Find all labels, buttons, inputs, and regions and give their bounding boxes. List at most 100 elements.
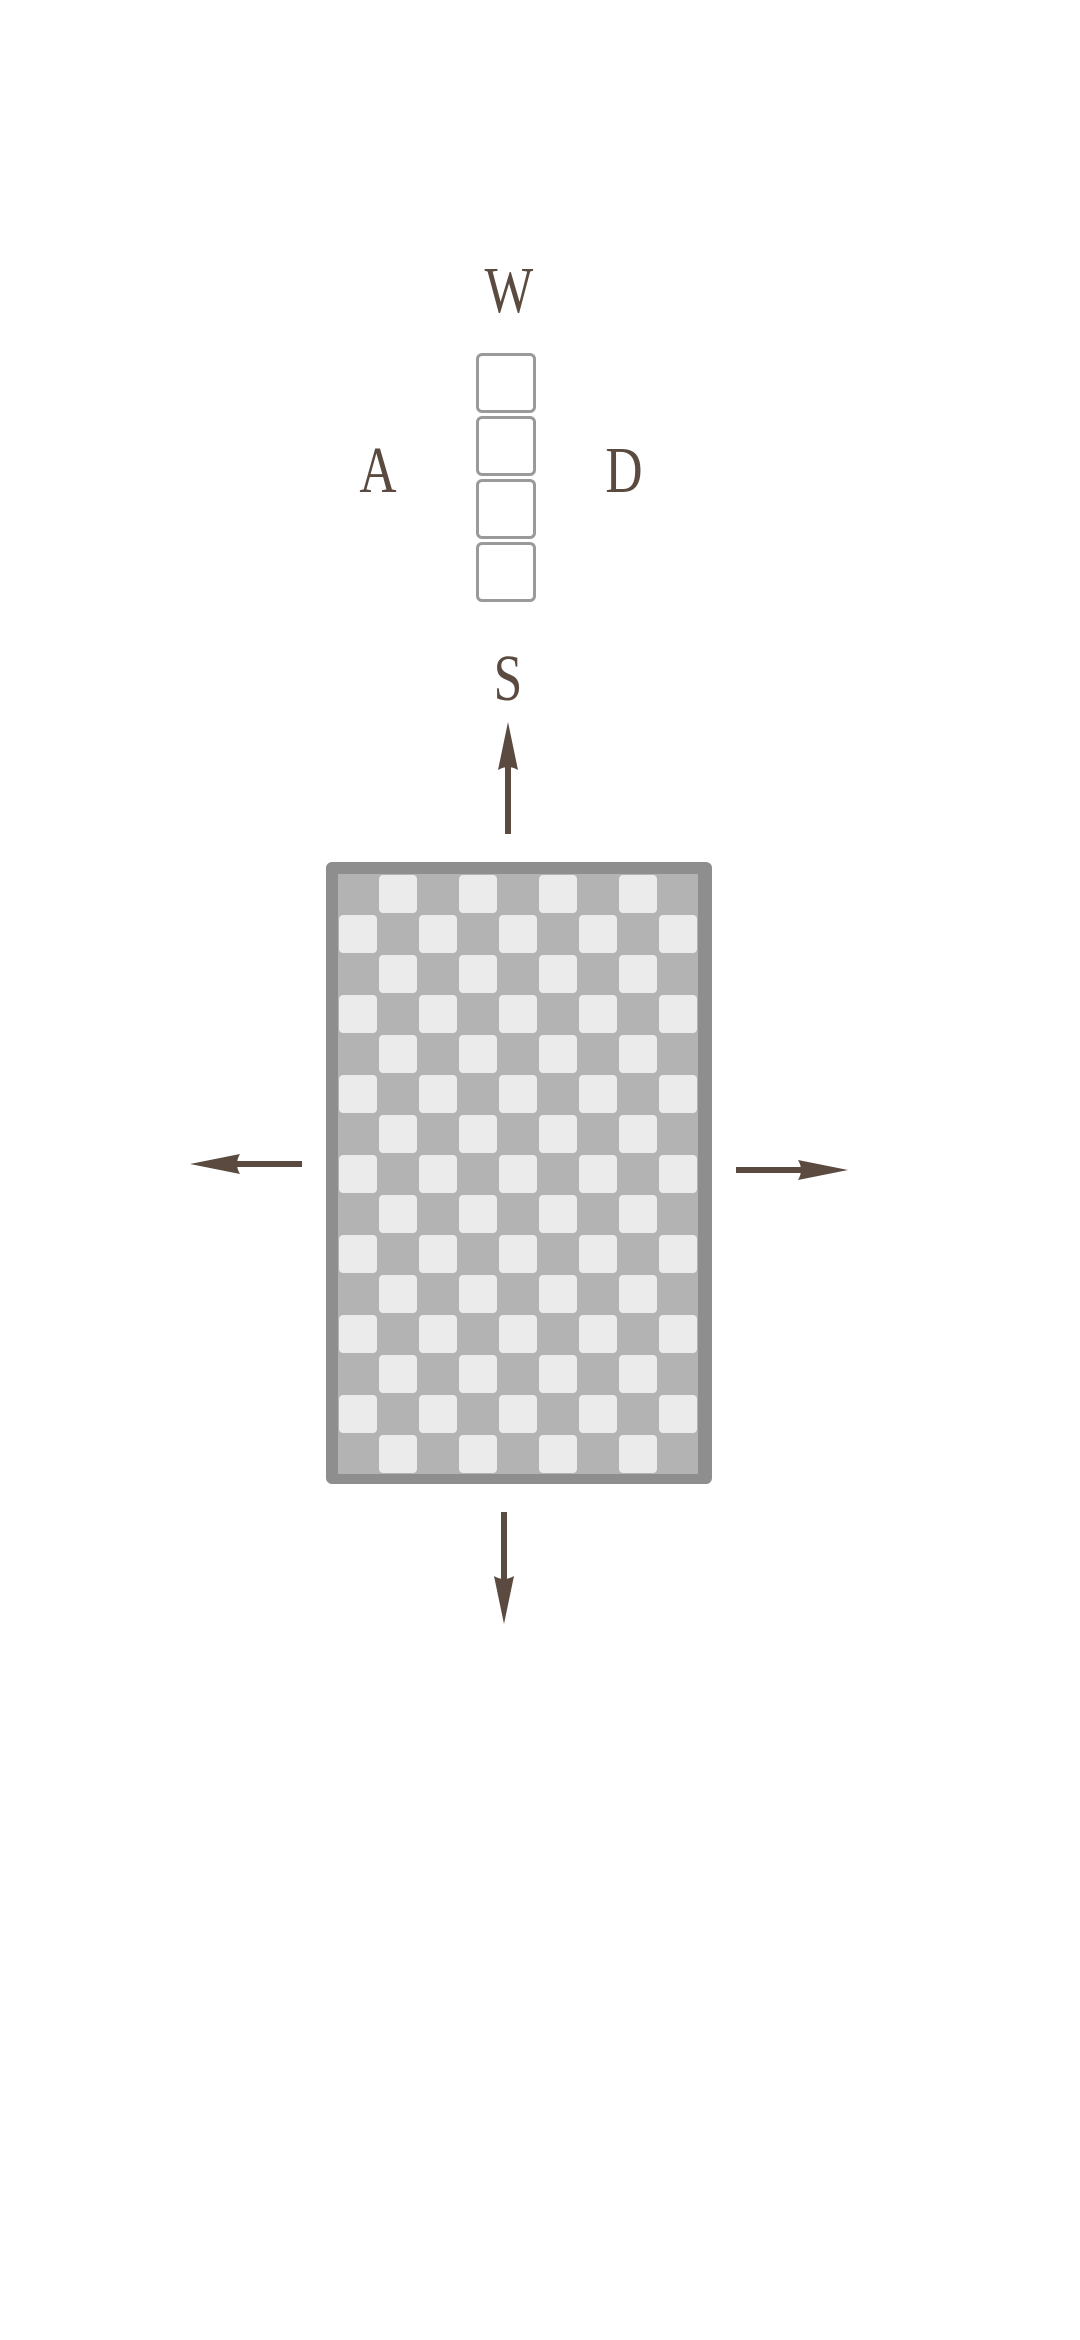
board-cell (578, 954, 618, 994)
board-cell (618, 1154, 658, 1194)
board-cell (618, 1114, 658, 1154)
board-cell (498, 954, 538, 994)
board-cell (378, 1154, 418, 1194)
board-cell (338, 1154, 378, 1194)
preview-slot (476, 479, 536, 539)
board-cell (538, 1154, 578, 1194)
board-cell (498, 1354, 538, 1394)
board-cell (618, 1234, 658, 1274)
board-cell (378, 954, 418, 994)
board-cell (498, 1274, 538, 1314)
board-cell (458, 1154, 498, 1194)
board-cell (378, 1434, 418, 1474)
board-cell (538, 1354, 578, 1394)
key-label-d: D (605, 434, 643, 507)
board-cell (338, 1074, 378, 1114)
board-cell (578, 994, 618, 1034)
board-cell (378, 1114, 418, 1154)
move-down-button[interactable] (484, 1510, 524, 1630)
board-cell (458, 1234, 498, 1274)
board-cell (538, 1034, 578, 1074)
board-cell (458, 1274, 498, 1314)
move-left-button[interactable] (186, 1146, 306, 1182)
board-cell (458, 1194, 498, 1234)
preview-slot (476, 542, 536, 602)
arrow-right-icon (736, 1160, 848, 1180)
board-cell (498, 1314, 538, 1354)
board-cell (618, 1354, 658, 1394)
board-cell (338, 994, 378, 1034)
board-cell (538, 1074, 578, 1114)
board-cell (538, 914, 578, 954)
board-cell (658, 1154, 698, 1194)
board-cell (418, 954, 458, 994)
board-cell (378, 1034, 418, 1074)
board-cell (418, 1314, 458, 1354)
preview-slot (476, 353, 536, 413)
key-label-a: A (359, 434, 397, 507)
board-cell (458, 874, 498, 914)
board-cell (338, 914, 378, 954)
board-cell (658, 1354, 698, 1394)
board-cell (378, 1194, 418, 1234)
key-label-w: W (484, 254, 534, 327)
board-cell (538, 1114, 578, 1154)
board-cell (338, 1394, 378, 1434)
arrow-left-icon (190, 1154, 302, 1174)
board-cell (658, 874, 698, 914)
board-cell (618, 1434, 658, 1474)
board-cell (378, 1234, 418, 1274)
board-cell (538, 1274, 578, 1314)
board-cell (618, 1194, 658, 1234)
board-cell (418, 1354, 458, 1394)
board-cell (578, 1114, 618, 1154)
board-cell (378, 914, 418, 954)
board-cell (418, 1194, 458, 1234)
game-board[interactable] (326, 862, 712, 1484)
board-cell (418, 1154, 458, 1194)
preview-slot (476, 416, 536, 476)
board-cell (418, 874, 458, 914)
board-cell (658, 1394, 698, 1434)
board-cell (618, 1394, 658, 1434)
board-cell (458, 994, 498, 1034)
move-right-button[interactable] (732, 1152, 852, 1188)
board-cell (458, 1314, 498, 1354)
board-cell (618, 1034, 658, 1074)
board-cell (498, 1194, 538, 1234)
board-cell (338, 1114, 378, 1154)
board-cell (538, 994, 578, 1034)
board-cell (338, 954, 378, 994)
board-cell (458, 1114, 498, 1154)
board-cell (338, 1274, 378, 1314)
board-cell (618, 914, 658, 954)
board-cell (578, 1434, 618, 1474)
board-cell (618, 874, 658, 914)
board-cell (458, 1034, 498, 1074)
board-cell (578, 1074, 618, 1114)
board-cell (498, 994, 538, 1034)
board-cell (418, 1034, 458, 1074)
board-cell (418, 1114, 458, 1154)
board-cell (378, 874, 418, 914)
board-cell (418, 1074, 458, 1114)
board-cell (498, 1154, 538, 1194)
board-cell (578, 1394, 618, 1434)
board-cell (338, 1034, 378, 1074)
board-cell (458, 954, 498, 994)
board-cell (658, 1434, 698, 1474)
board-cell (338, 1354, 378, 1394)
board-cell (578, 1194, 618, 1234)
board-cell (538, 874, 578, 914)
board-cell (498, 1034, 538, 1074)
board-cell (658, 954, 698, 994)
move-up-button[interactable] (488, 716, 528, 836)
board-cell (498, 1234, 538, 1274)
board-cell (418, 1274, 458, 1314)
board-cell (578, 1354, 618, 1394)
board-cell (418, 994, 458, 1034)
board-cell (338, 874, 378, 914)
board-cell (658, 1074, 698, 1114)
board-cell (658, 1274, 698, 1314)
board-cell (338, 1314, 378, 1354)
